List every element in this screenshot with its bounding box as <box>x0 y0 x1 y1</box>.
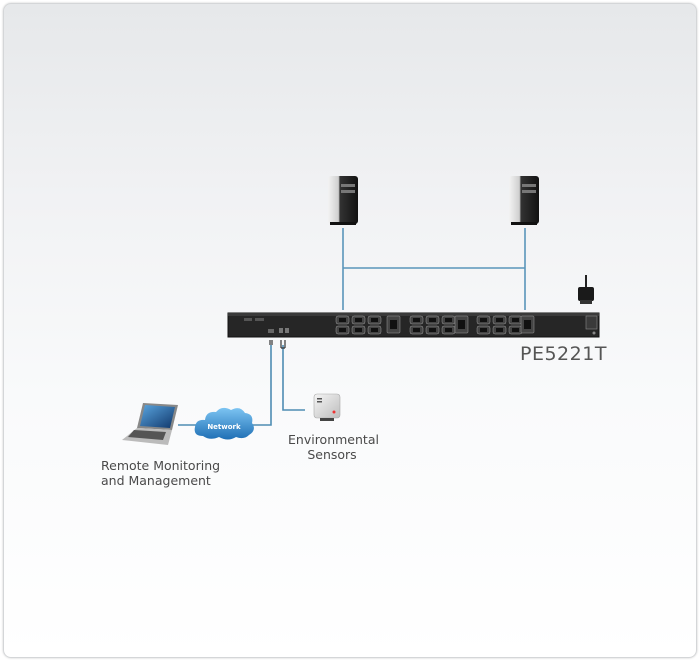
laptop-icon <box>122 403 178 445</box>
server-tower-icon <box>509 176 539 225</box>
server-tower-icon <box>328 176 358 225</box>
ethernet-port <box>268 329 274 333</box>
remote-label-line1: Remote Monitoring <box>101 458 221 473</box>
pdu-unit <box>227 312 600 338</box>
sensors-label-line2: Sensors <box>307 447 357 462</box>
power-inlet <box>585 315 598 330</box>
remote-management-label: Remote Monitoring and Management <box>101 458 220 488</box>
sensor-ports <box>269 340 286 349</box>
device-model-label: PE5221T <box>520 343 607 365</box>
environmental-sensor-icon <box>313 393 341 421</box>
remote-label-line2: and Management <box>101 473 211 488</box>
power-plug-icon <box>578 275 594 304</box>
power-cables <box>342 228 526 310</box>
network-cloud-icon <box>194 407 254 440</box>
network-label: Network <box>207 423 241 431</box>
sensors-label: Environmental Sensors <box>288 432 379 462</box>
sensors-label-line1: Environmental <box>288 432 379 447</box>
